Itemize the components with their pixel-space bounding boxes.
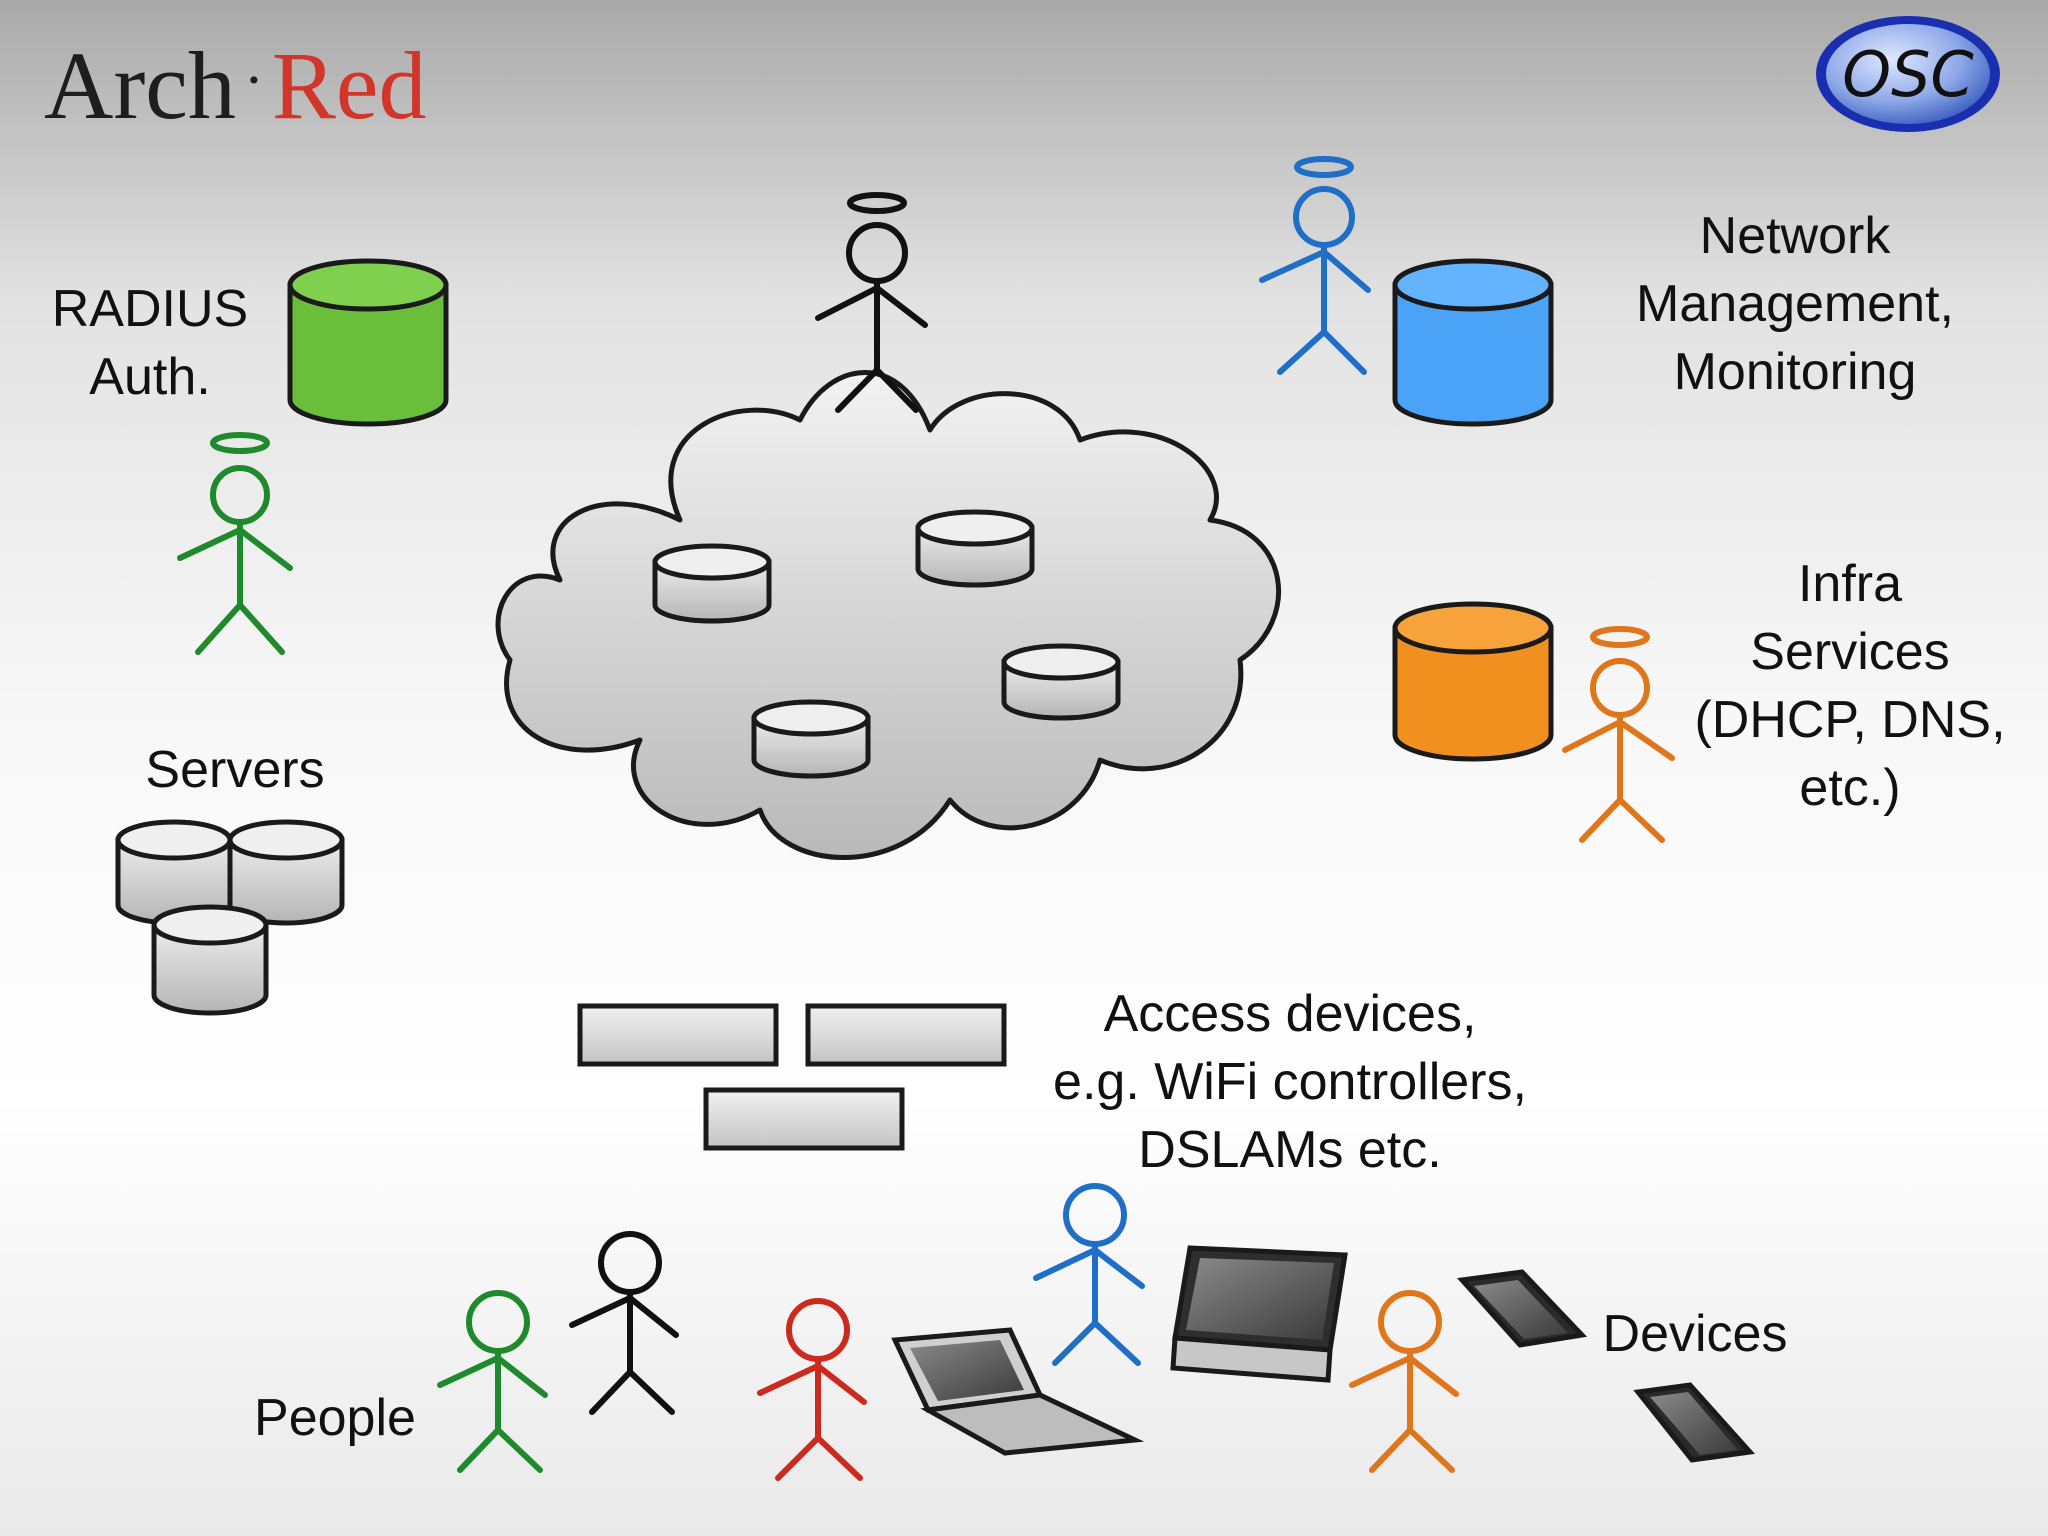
access-device-box bbox=[805, 1003, 1007, 1067]
network-mgmt-label: Network Management, Monitoring bbox=[1580, 202, 2010, 406]
network-mgmt-label-line: Management, bbox=[1636, 275, 1954, 333]
infra-label-line: Infra bbox=[1797, 555, 1903, 613]
osc-logo: OSC bbox=[1816, 16, 2000, 132]
cloud-router-2 bbox=[915, 509, 1035, 588]
radius-label-line: RADIUS bbox=[51, 280, 249, 338]
infra-services-database bbox=[1392, 601, 1554, 762]
desktop-monitor-device bbox=[1170, 1245, 1348, 1383]
network-mgmt-label-line: Network bbox=[1699, 207, 1891, 265]
brand-red: Red bbox=[271, 32, 427, 139]
admin-figure-black bbox=[815, 192, 928, 413]
server-cylinder bbox=[227, 819, 345, 926]
network-cloud bbox=[495, 370, 1282, 860]
devices-label: Devices bbox=[1602, 1305, 1788, 1363]
cloud-router-1 bbox=[652, 543, 772, 624]
person-orange bbox=[1349, 1290, 1459, 1473]
access-label-line: e.g. WiFi controllers, bbox=[1053, 1053, 1527, 1111]
admin-figure-orange bbox=[1562, 626, 1675, 843]
tablet-device bbox=[1456, 1269, 1588, 1348]
servers-label: Servers bbox=[145, 741, 325, 799]
infra-label-line: etc.) bbox=[1799, 759, 1901, 817]
laptop-device bbox=[891, 1327, 1145, 1456]
infra-services-label: Infra Services (DHCP, DNS, etc.) bbox=[1660, 550, 2040, 822]
cloud-router-4 bbox=[751, 699, 871, 779]
access-label-line: Access devices, bbox=[1103, 985, 1477, 1043]
radius-auth-label: RADIUS Auth. bbox=[40, 275, 260, 411]
infra-label-line: Services bbox=[1750, 623, 1950, 681]
cloud-router-3 bbox=[1001, 643, 1121, 721]
radius-database bbox=[287, 258, 449, 427]
person-blue bbox=[1033, 1183, 1145, 1366]
access-devices-label: Access devices, e.g. WiFi controllers, D… bbox=[1010, 980, 1570, 1184]
brand-separator: · bbox=[243, 47, 264, 113]
network-mgmt-database bbox=[1392, 258, 1554, 427]
brand-arch: Arch bbox=[44, 32, 236, 139]
access-device-box bbox=[703, 1087, 905, 1151]
admin-figure-blue bbox=[1259, 156, 1371, 375]
osc-logo-text: OSC bbox=[1842, 38, 1974, 111]
servers-group bbox=[115, 819, 345, 1016]
brand-logo: Arch·Red bbox=[44, 30, 427, 136]
tablet-device bbox=[1633, 1382, 1755, 1463]
person-black bbox=[569, 1231, 679, 1415]
server-cylinder bbox=[115, 819, 233, 926]
people-label: People bbox=[254, 1389, 416, 1447]
access-label-line: DSLAMs etc. bbox=[1138, 1121, 1442, 1179]
network-mgmt-label-line: Monitoring bbox=[1673, 343, 1917, 401]
admin-figure-green bbox=[177, 432, 293, 655]
person-green bbox=[437, 1290, 548, 1473]
server-cylinder bbox=[151, 904, 269, 1016]
infra-label-line: (DHCP, DNS, bbox=[1694, 691, 2006, 749]
person-red bbox=[757, 1298, 867, 1481]
access-device-box bbox=[577, 1003, 779, 1067]
radius-label-line: Auth. bbox=[89, 348, 211, 406]
